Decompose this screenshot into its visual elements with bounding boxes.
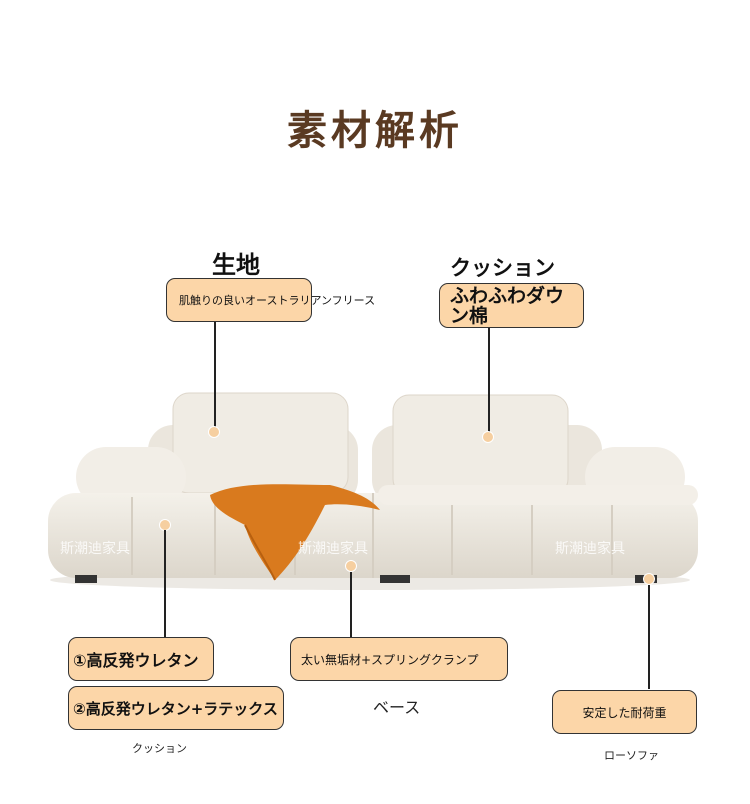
base-label-box: 太い無垢材+スプリングクランプ xyxy=(290,637,508,681)
connector-line xyxy=(350,572,352,638)
base-caption: ベース xyxy=(373,698,421,717)
watermark-text: 斯潮迪家具 xyxy=(555,541,625,557)
connector-line xyxy=(488,328,490,433)
connector-line xyxy=(164,530,166,638)
fabric-label: 肌触りの良いオーストラリアンフリース xyxy=(179,294,376,307)
cushion-bottom-label-box-1: ①高反発ウレタン xyxy=(68,637,214,681)
page-title: 素材解析 xyxy=(287,108,463,154)
low-sofa-caption: ローソファ xyxy=(604,749,659,762)
cushion-bottom-label-box-2: ②高反発ウレタン+ラテックス xyxy=(68,686,284,730)
cushion-label: ふわふわダウン棉 xyxy=(450,284,565,327)
marker-dot xyxy=(208,426,220,438)
low-sofa-label-box: 安定した耐荷重 xyxy=(552,690,697,734)
base-label: 太い無垢材+スプリングクランプ xyxy=(301,652,479,667)
cushion-bottom-label-2: ②高反発ウレタン+ラテックス xyxy=(73,699,278,718)
cushion-bottom-label-1: ①高反発ウレタン xyxy=(73,651,199,670)
connector-line xyxy=(214,322,216,432)
sofa-image xyxy=(48,392,698,590)
watermark-text: 斯潮迪家具 xyxy=(298,541,368,557)
marker-dot xyxy=(345,560,357,572)
watermark-text: 斯潮迪家具 xyxy=(60,541,130,557)
marker-dot xyxy=(643,573,655,585)
low-sofa-label: 安定した耐荷重 xyxy=(582,705,667,720)
connector-line xyxy=(648,585,650,689)
fabric-label-box: 肌触りの良いオーストラリアンフリース xyxy=(166,278,375,322)
fabric-heading: 生地 xyxy=(212,251,260,279)
cushion-caption: クッション xyxy=(132,742,187,755)
marker-dot xyxy=(482,431,494,443)
cushion-heading: クッション xyxy=(450,256,555,280)
cushion-label-box: ふわふわダウン棉 xyxy=(439,283,584,328)
